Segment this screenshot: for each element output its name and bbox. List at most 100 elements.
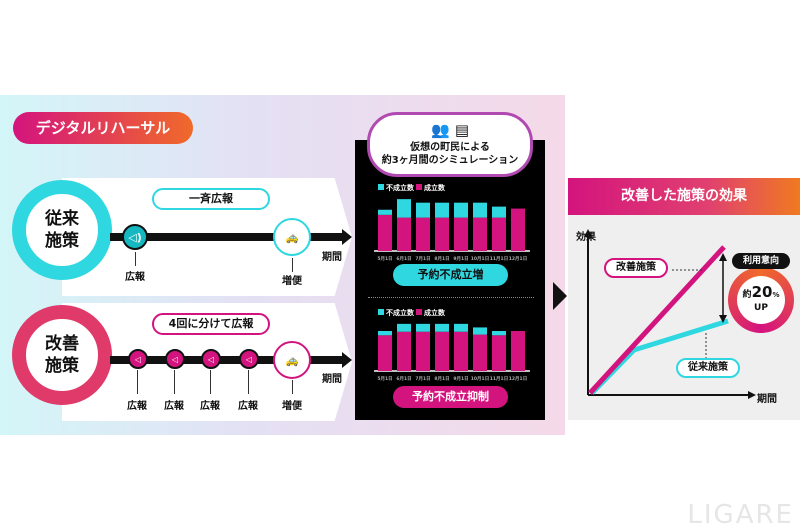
tick-label: 10月1日 xyxy=(471,255,489,262)
legend-label: 不成立数 xyxy=(386,183,415,192)
bar-failure xyxy=(435,202,449,218)
tick xyxy=(248,370,249,394)
tick xyxy=(292,380,293,394)
legend-swatch xyxy=(416,184,422,190)
simulation-pill: 👥 ▤ 仮想の町民による 約3ヶ月間のシミュレーション xyxy=(367,112,533,177)
bar-failure xyxy=(378,209,392,215)
tick-label: 8月1日 xyxy=(434,375,449,382)
bar-failure xyxy=(454,323,468,332)
tick-label: 10月1日 xyxy=(471,375,489,382)
bar-success xyxy=(473,217,487,251)
tick-label: 5月1日 xyxy=(377,375,392,382)
result-pill: 予約不成立抑制 xyxy=(393,386,508,408)
conventional-label: 従来施策 xyxy=(12,180,112,280)
tick-label: 5月1日 xyxy=(377,255,392,262)
legend-label: 成立数 xyxy=(424,308,446,317)
tick-label: 12月1日 xyxy=(509,375,527,382)
bar-failure xyxy=(397,323,411,332)
node-label: 広報 xyxy=(238,401,258,412)
tick-label: 11月1日 xyxy=(490,375,508,382)
split-broadcast-pill: 4回に分けて広報 xyxy=(152,313,270,335)
bar-success xyxy=(492,217,506,251)
tick-label: 12月1日 xyxy=(509,255,527,262)
legend-label: 不成立数 xyxy=(386,308,415,317)
megaphone-icon: ◁) xyxy=(122,224,148,250)
timeline-axis xyxy=(110,233,342,241)
bar-failure xyxy=(416,202,430,218)
conventional-line xyxy=(590,318,729,395)
badge-unit: % xyxy=(772,291,780,299)
bar-success xyxy=(492,335,506,371)
megaphone-icon: ◁ xyxy=(128,349,148,369)
tick xyxy=(292,258,293,272)
section-title: デジタルリハーサル xyxy=(13,112,193,144)
bar-success xyxy=(435,217,449,251)
effect-title: 改善した施策の効果 xyxy=(568,178,800,215)
node-label: 広報 xyxy=(125,272,145,283)
arrow-icon xyxy=(342,352,352,368)
taxi-icon: 🚕 xyxy=(273,341,311,379)
improved-line xyxy=(588,245,726,395)
badge-suffix: UP xyxy=(754,303,768,313)
tick-label: 9月1日 xyxy=(453,255,468,262)
label-line: 改善 xyxy=(45,334,79,354)
bar-success xyxy=(416,331,430,371)
tick xyxy=(174,370,175,394)
badge-title: 利用意向 xyxy=(732,253,790,269)
bar-failure xyxy=(492,206,506,218)
simulation-line: 仮想の町民による xyxy=(410,142,490,153)
tick-label: 11月1日 xyxy=(490,255,508,262)
tick-label: 9月1日 xyxy=(453,375,468,382)
bar-failure xyxy=(435,323,449,332)
bar-success xyxy=(378,214,392,251)
label-line: 従来 xyxy=(45,209,79,229)
divider xyxy=(368,297,534,298)
effect-graph xyxy=(584,229,756,399)
bar-success xyxy=(511,208,525,251)
bar-failure xyxy=(454,202,468,218)
bar-success xyxy=(435,331,449,371)
tick-label: 8月1日 xyxy=(434,255,449,262)
legend-swatch xyxy=(378,184,384,190)
megaphone-icon: ◁ xyxy=(239,349,259,369)
node-label: 広報 xyxy=(127,401,147,412)
bar-failure xyxy=(473,202,487,218)
bar-success xyxy=(416,217,430,251)
legend-label: 成立数 xyxy=(424,183,446,192)
megaphone-icon: ◁ xyxy=(201,349,221,369)
bar-failure xyxy=(378,331,392,336)
simulation-line: 約3ヶ月間のシミュレーション xyxy=(381,155,519,166)
tick-label: 7月1日 xyxy=(415,255,430,262)
bar-success xyxy=(454,217,468,251)
broadcast-pill: 一斉広報 xyxy=(152,188,270,210)
result-pill: 予約不成立増 xyxy=(393,264,508,286)
bar-failure xyxy=(473,327,487,335)
axis-label: 期間 xyxy=(322,252,342,263)
bar-success xyxy=(397,331,411,371)
x-axis-label: 期間 xyxy=(757,394,777,405)
tick xyxy=(137,370,138,394)
conventional-label: 従来施策 xyxy=(676,358,740,378)
label-line: 施策 xyxy=(45,231,79,251)
tick-label: 7月1日 xyxy=(415,375,430,382)
tick xyxy=(210,370,211,394)
badge-value: 20 xyxy=(751,283,773,301)
arrow-right-icon xyxy=(553,282,567,310)
usage-badge: 約20% UP xyxy=(728,267,794,333)
bar-success xyxy=(378,335,392,371)
timeline-axis xyxy=(110,356,342,364)
legend-swatch xyxy=(378,309,384,315)
x-axis-arrow xyxy=(748,391,756,399)
bar-success xyxy=(397,217,411,251)
megaphone-icon: ◁ xyxy=(165,349,185,369)
bar-success xyxy=(511,331,525,371)
node-label: 広報 xyxy=(164,401,184,412)
bar-success xyxy=(473,334,487,371)
taxi-label: 増便 xyxy=(282,276,302,287)
taxi-label: 増便 xyxy=(282,401,302,412)
tick-label: 6月1日 xyxy=(396,375,411,382)
bar-failure xyxy=(397,199,411,218)
watermark-logo: LIGARE xyxy=(687,500,794,530)
